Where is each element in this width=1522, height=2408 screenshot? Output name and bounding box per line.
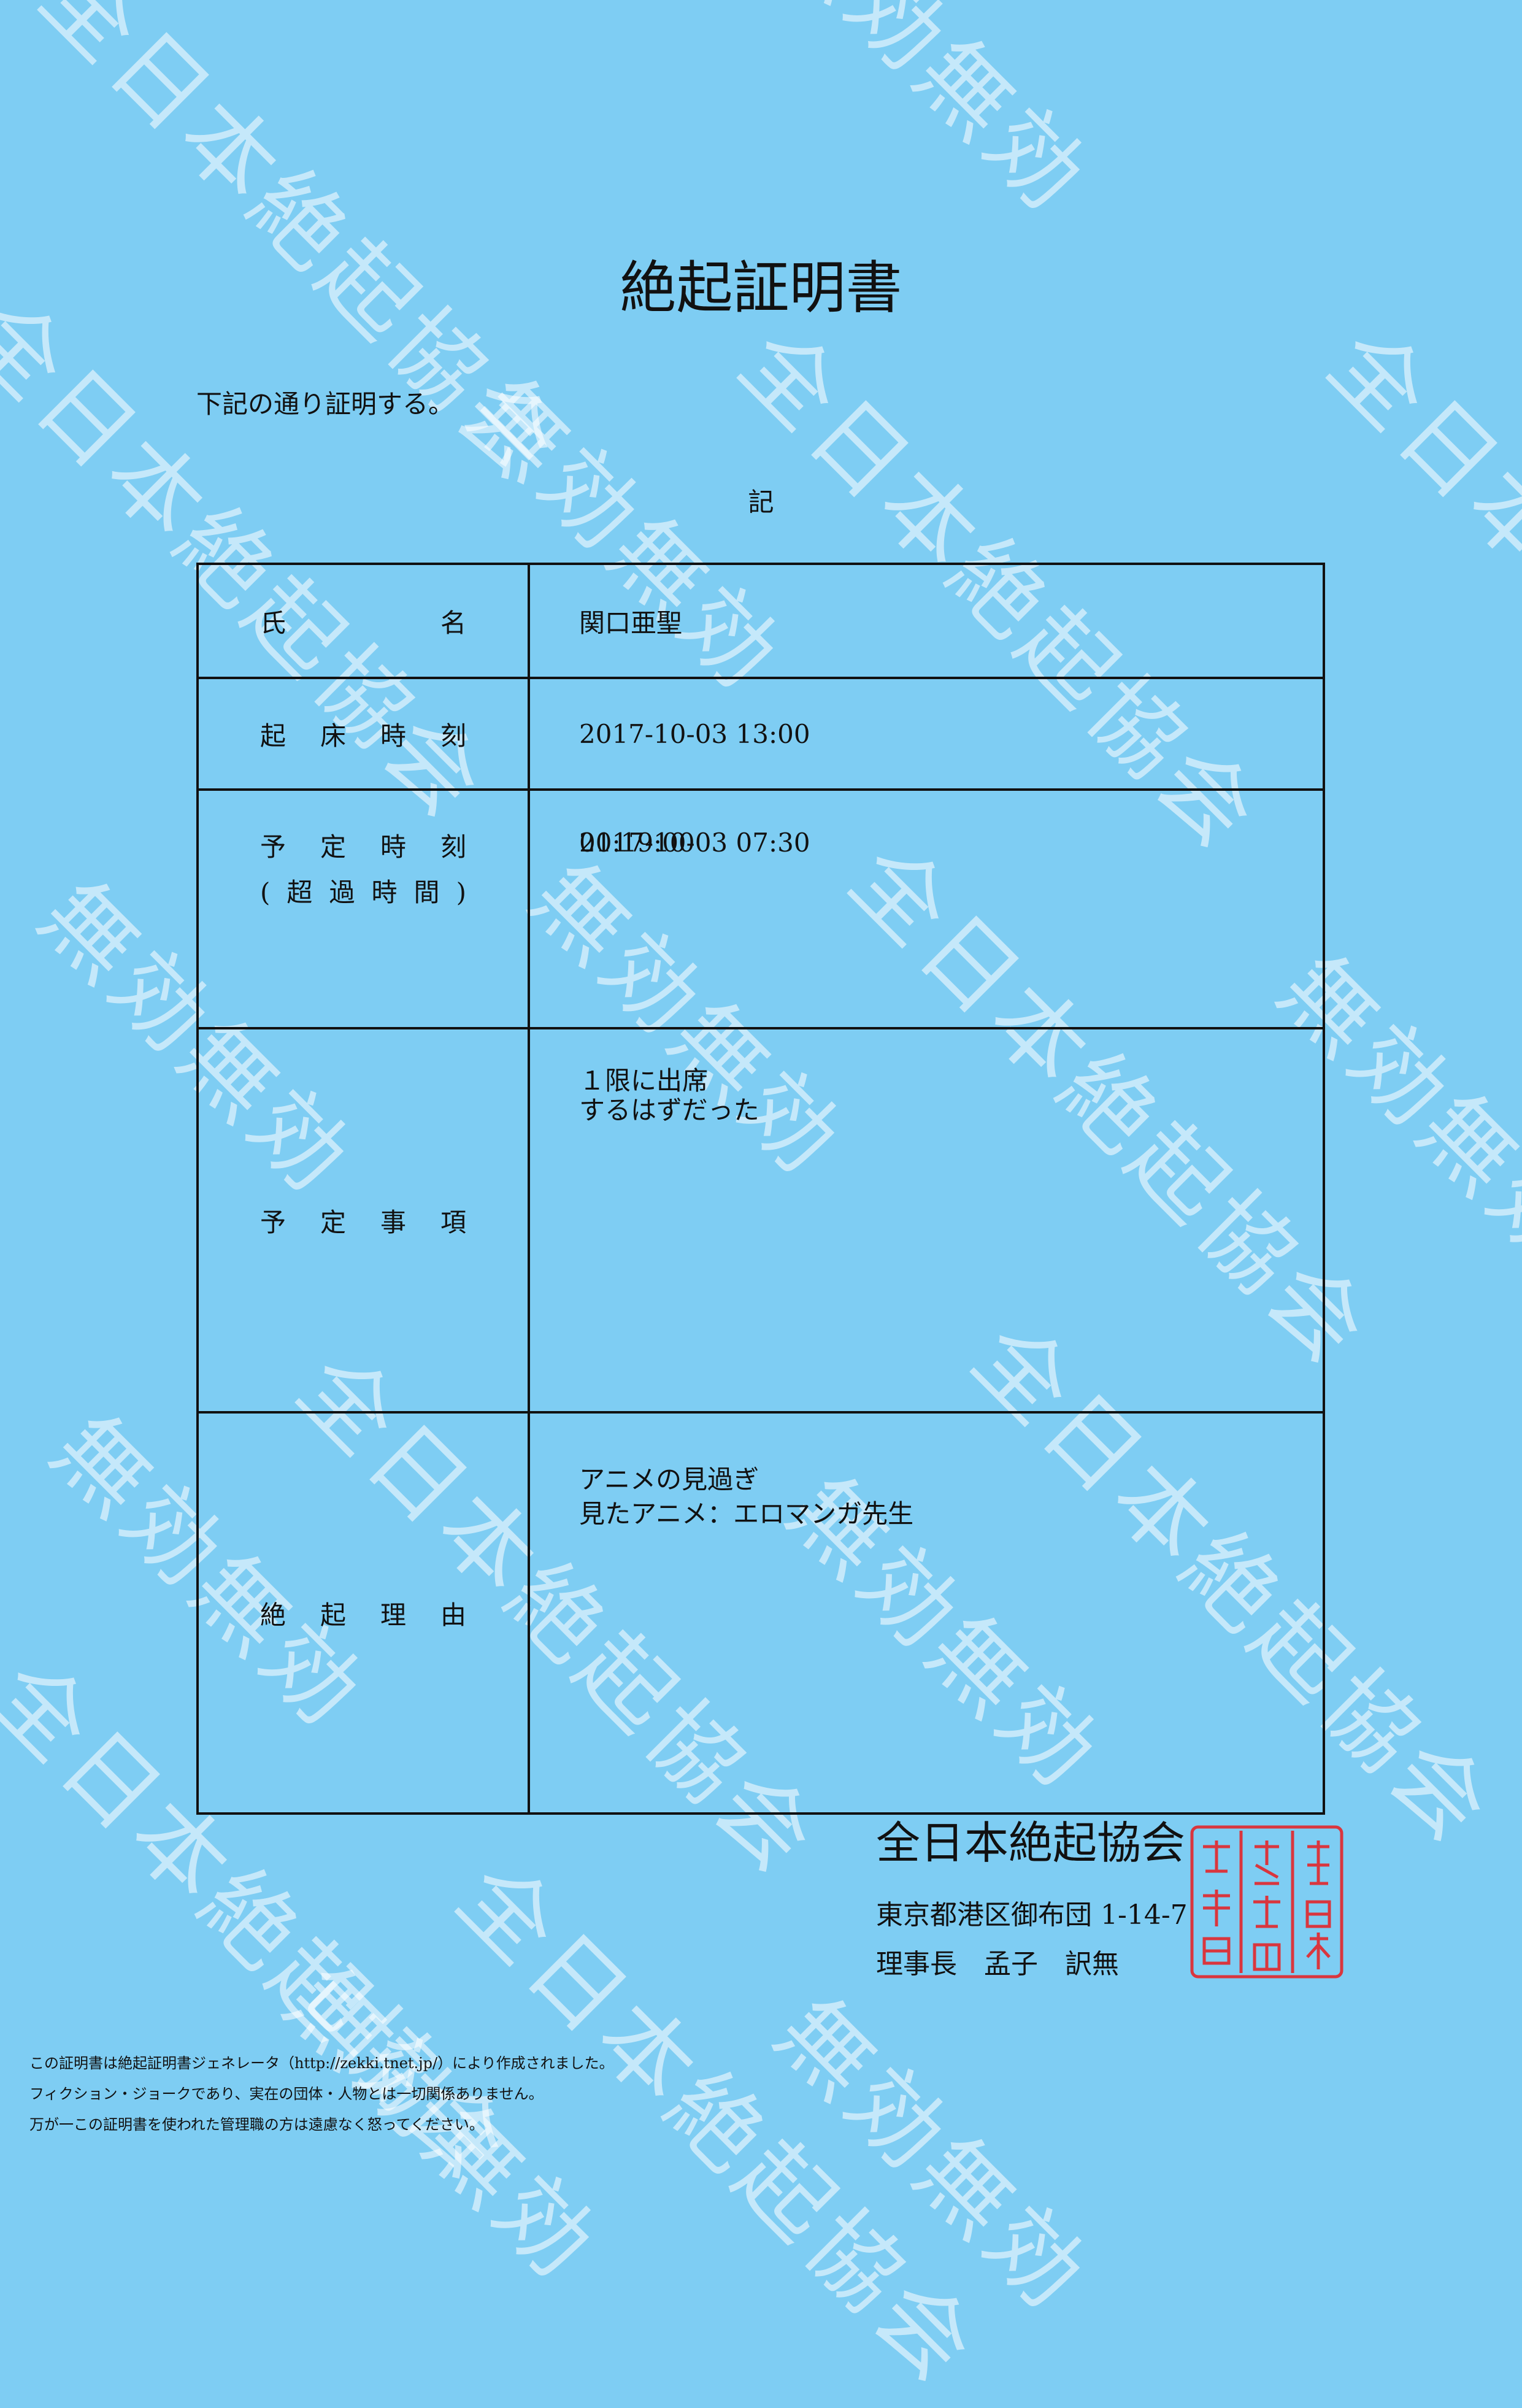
issuer-org: 全日本絶起協会 <box>876 1817 1186 1869</box>
certificate-table: 氏名 関口亜聖 起床時刻 2017-10-03 13:00 予定時刻 (超過時間… <box>196 563 1325 1815</box>
document-title: 絶起証明書 <box>620 255 902 321</box>
footer-line: この証明書は絶起証明書ジェネレータ（http://zekki.tnet.jp/）… <box>29 2055 614 2072</box>
scheduled-time-value: 2017-10-03 07:30 01:19:00 <box>528 788 1325 1029</box>
table-row: 絶起理由 アニメの見過ぎ 見たアニメ：エロマンガ先生 <box>196 1411 1325 1815</box>
scheduled-item-line: するはずだった <box>579 1095 759 1125</box>
scheduled-time-label: 予定時刻 (超過時間) <box>196 788 530 1029</box>
reason-value: アニメの見過ぎ 見たアニメ：エロマンガ先生 <box>528 1411 1325 1815</box>
table-row: 氏名 関口亜聖 <box>196 563 1325 679</box>
scheduled-item-label: 予定事項 <box>196 1027 530 1414</box>
footer-notes: この証明書は絶起証明書ジェネレータ（http://zekki.tnet.jp/）… <box>29 2048 614 2140</box>
issuer-address: 東京都港区御布団 1-14-7 <box>876 1899 1188 1931</box>
ki-heading: 記 <box>748 487 774 517</box>
seal-stamp-icon <box>1190 1825 1343 1979</box>
footer-line: フィクション・ジョークであり、実在の団体・人物とは一切関係ありません。 <box>29 2085 544 2102</box>
name-value: 関口亜聖 <box>528 563 1325 679</box>
scheduled-item-line: １限に出席 <box>579 1066 709 1096</box>
reason-line: アニメの見過ぎ <box>579 1464 759 1494</box>
reason-line: 見たアニメ：エロマンガ先生 <box>579 1499 914 1529</box>
certificate-page: 絶起証明書 下記の通り証明する。 記 氏名 関口亜聖 起床時刻 2017-10-… <box>29 255 1343 2140</box>
issuer-chairman: 理事長 孟子 訳無 <box>876 1948 1119 1980</box>
reason-label: 絶起理由 <box>196 1411 530 1815</box>
intro-text: 下記の通り証明する。 <box>196 389 455 419</box>
name-label: 氏名 <box>196 563 530 679</box>
table-row: 予定時刻 (超過時間) 2017-10-03 07:30 01:19:00 <box>196 788 1325 1029</box>
table-row: 起床時刻 2017-10-03 13:00 <box>196 677 1325 791</box>
table-row: 予定事項 １限に出席 するはずだった <box>196 1027 1325 1414</box>
overrun-time-text: 01:19:00 <box>579 828 695 858</box>
scheduled-time-text: 2017-10-03 07:30 <box>579 828 810 858</box>
footer-line: 万が一この証明書を使われた管理職の方は遠慮なく怒ってください。 <box>29 2116 484 2133</box>
wake-time-value: 2017-10-03 13:00 <box>528 677 1325 791</box>
wake-time-label: 起床時刻 <box>196 677 530 791</box>
scheduled-item-value: １限に出席 するはずだった <box>528 1027 1325 1414</box>
